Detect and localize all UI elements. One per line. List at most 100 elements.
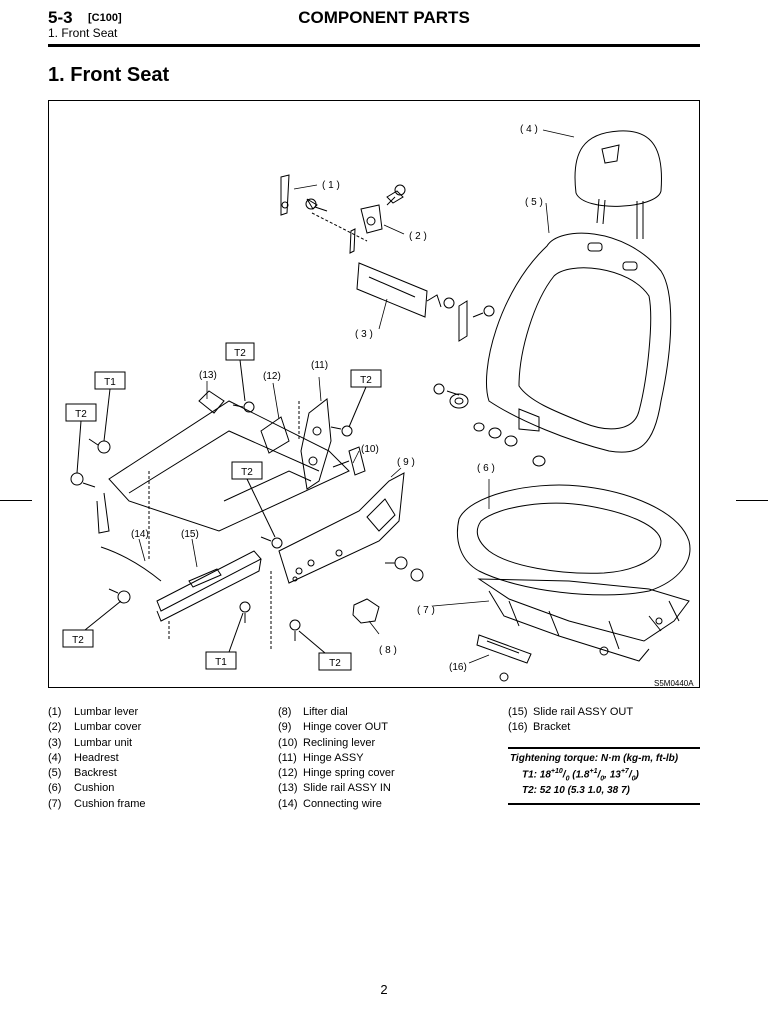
legend-item: (7)Cushion frame — [48, 797, 146, 812]
legend-column-1: (1)Lumbar lever (2) Lumbar cover (3)Lumba… — [48, 705, 146, 812]
right-margin-tick — [736, 500, 768, 501]
legend-number: (2) — [48, 721, 62, 734]
torque-spec-box: Tightening torque: N·m (kg-m, ft-lb) T1:… — [508, 747, 700, 805]
reclining-lever-drawing — [332, 446, 366, 476]
cushion-frame-drawing — [477, 578, 690, 662]
backrest-drawing — [486, 232, 672, 453]
legend-item: (5) Backrest — [48, 766, 146, 781]
legend-number: (16) — [508, 721, 528, 734]
torque-tag-t2: T2 — [65, 403, 97, 474]
section-number: 5-3 — [48, 8, 73, 27]
legend-number: (13) — [278, 782, 298, 795]
callout-12: (12) — [263, 371, 281, 382]
washers-drawing — [410, 393, 546, 582]
legend-item: (10)Reclining lever — [278, 736, 395, 751]
legend-label: Hinge cover OUT — [303, 721, 388, 734]
callout-4: ( 4 ) — [520, 124, 538, 135]
torque-spec-t2: T2: 52 10 (5.3 1.0, 38 7) — [522, 785, 630, 796]
callout-7: ( 7 ) — [417, 605, 435, 616]
torque-tag-t2: T2 — [225, 342, 255, 402]
torque-tag-t2: T2 — [231, 461, 276, 538]
page-heading: 1. Front Seat — [48, 64, 170, 86]
legend-number: (5) — [48, 767, 62, 780]
figure-id: S5M0440A — [654, 679, 694, 688]
connecting-wire-drawing — [100, 546, 162, 582]
legend-item: (2) Lumbar cover — [48, 720, 146, 735]
svg-text:T2: T2 — [360, 375, 372, 386]
torque-spec-title: Tightening torque: N·m (kg-m, ft-lb) — [510, 753, 679, 764]
legend-item: (4) Headrest — [48, 751, 146, 766]
legend-label: Connecting wire — [303, 797, 382, 810]
svg-text:T2: T2 — [75, 409, 87, 420]
callouts: ( 4 ) ( 5 ) ( 1 ) ( 2 ) ( 3 ) (13) (12) … — [131, 124, 694, 688]
legend-label: Cushion frame — [74, 797, 146, 810]
legend-item: (3)Lumbar unit — [48, 736, 146, 751]
bracket-drawing — [476, 634, 532, 682]
torque-spec-t1: T1: 18+10/0 (1.8+1/0, 13+7/0) — [522, 768, 639, 783]
callout-13: (13) — [199, 370, 217, 381]
legend-label: Headrest — [74, 751, 119, 764]
legend-label: Cushion — [74, 782, 115, 795]
hinge-assy-drawing — [300, 398, 332, 490]
legend-label: Slide rail ASSY IN — [303, 782, 391, 795]
legend-number: (1) — [48, 706, 62, 718]
callout-10: (10) — [361, 444, 379, 455]
legend-number: (8) — [278, 706, 292, 718]
torque-tag-t2: T2 — [62, 600, 122, 648]
legend-label: Slide rail ASSY OUT — [533, 706, 634, 718]
legend-column-2: (8) Lifter dial (9) Hinge cover OUT (10)Re… — [278, 705, 395, 812]
front-seat-diagram: ( 4 ) ( 5 ) ( 1 ) ( 2 ) ( 3 ) (13) (12) … — [62, 124, 694, 688]
header-subtitle: 1. Front Seat — [48, 26, 118, 40]
legend-item: (12)Hinge spring cover — [278, 766, 395, 781]
exploded-view-figure: ( 4 ) ( 5 ) ( 1 ) ( 2 ) ( 3 ) (13) (12) … — [48, 100, 700, 688]
legend-item: (11) Hinge ASSY — [278, 751, 395, 766]
legend-number: (4) — [48, 751, 62, 764]
lumbar-cover-drawing — [360, 190, 404, 234]
legend-number: (6) — [48, 782, 62, 795]
legend-item: (6) Cushion — [48, 781, 146, 796]
legend-number: (10) — [278, 736, 298, 749]
lumbar-lever-drawing — [280, 174, 290, 216]
torque-tag-t2: T2 — [348, 369, 382, 428]
cushion-drawing — [456, 484, 691, 596]
header-rule — [48, 44, 700, 47]
lifter-dial-drawing — [352, 598, 380, 624]
headrest-drawing — [574, 130, 662, 239]
legend-number: (11) — [278, 751, 297, 764]
legend-number: (9) — [278, 721, 292, 734]
callout-3: ( 3 ) — [355, 329, 373, 340]
svg-text:T2: T2 — [72, 635, 84, 646]
legend-item: (13) Slide rail ASSY IN — [278, 781, 395, 796]
legend-number: (15) — [508, 706, 528, 718]
hinge-cover-out-drawing — [270, 472, 405, 649]
leader-lines — [138, 129, 575, 664]
legend-label: Hinge ASSY — [303, 751, 364, 764]
callout-5: ( 5 ) — [525, 197, 543, 208]
svg-text:T2: T2 — [241, 467, 253, 478]
legend-column-3: (15) Slide rail ASSY OUT (16) Bracket — [508, 705, 633, 736]
hinge-spring-cover-drawing — [260, 416, 290, 454]
legend-label: Backrest — [74, 767, 117, 780]
legend-item: (15) Slide rail ASSY OUT — [508, 705, 633, 720]
legend-item: (8) Lifter dial — [278, 705, 395, 720]
torque-tag-t1: T1 — [205, 612, 244, 670]
svg-text:T1: T1 — [215, 657, 227, 668]
legend-label: Bracket — [533, 721, 571, 734]
callout-8: ( 8 ) — [379, 645, 397, 656]
callout-6: ( 6 ) — [477, 463, 495, 474]
legend-item: (14)Connecting wire — [278, 797, 395, 812]
svg-text:T2: T2 — [329, 658, 341, 669]
legend-number: (3) — [48, 736, 62, 749]
legend-label: Lifter dial — [303, 706, 348, 718]
callout-16: (16) — [449, 662, 467, 673]
svg-text:T2: T2 — [234, 348, 246, 359]
callout-15: (15) — [181, 529, 199, 540]
callout-14: (14) — [131, 529, 149, 540]
callout-1: ( 1 ) — [322, 180, 340, 191]
legend-label: Lumbar cover — [74, 721, 142, 734]
section-code: [C100] — [88, 12, 122, 24]
header-title: COMPONENT PARTS — [298, 8, 470, 27]
legend-item: (1)Lumbar lever — [48, 705, 146, 720]
legend-item: (9) Hinge cover OUT — [278, 720, 395, 735]
legend-item: (16) Bracket — [508, 720, 633, 735]
